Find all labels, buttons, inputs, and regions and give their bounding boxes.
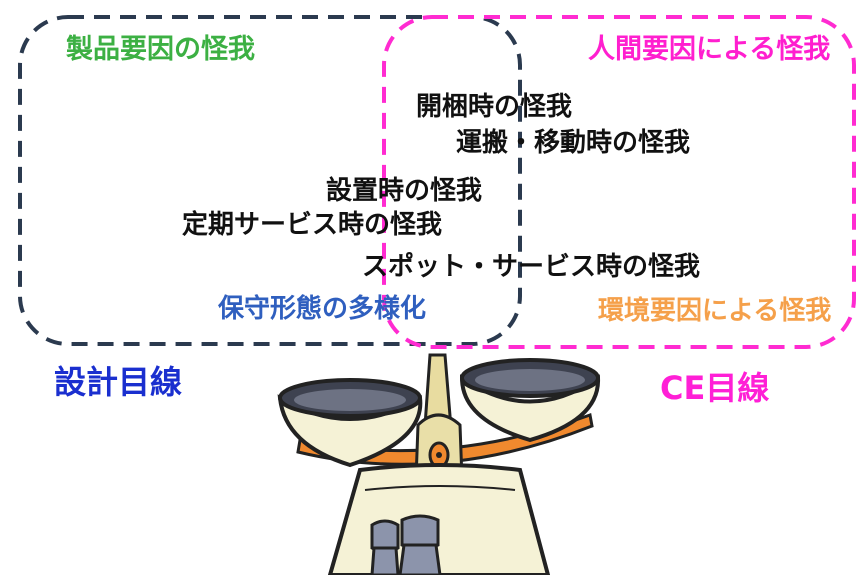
injury-item: 定期サービス時の怪我 xyxy=(182,210,443,240)
left-region-title: 製品要因の怪我 xyxy=(66,34,255,65)
right-caption: CE目線 xyxy=(660,369,770,407)
left-region-bottom-label: 保守形態の多様化 xyxy=(218,294,427,324)
injury-item: 設置時の怪我 xyxy=(326,176,483,206)
injury-item: 開梱時の怪我 xyxy=(416,92,573,122)
right-region-bottom-label: 環境要因による怪我 xyxy=(598,296,832,326)
left-region-border xyxy=(18,15,522,346)
right-region-title: 人間要因による怪我 xyxy=(588,34,831,65)
injury-item: 運搬・移動時の怪我 xyxy=(456,128,691,158)
left-caption: 設計目線 xyxy=(54,363,183,401)
right-region-border xyxy=(382,15,856,349)
injury-item: スポット・サービス時の怪我 xyxy=(362,252,701,282)
